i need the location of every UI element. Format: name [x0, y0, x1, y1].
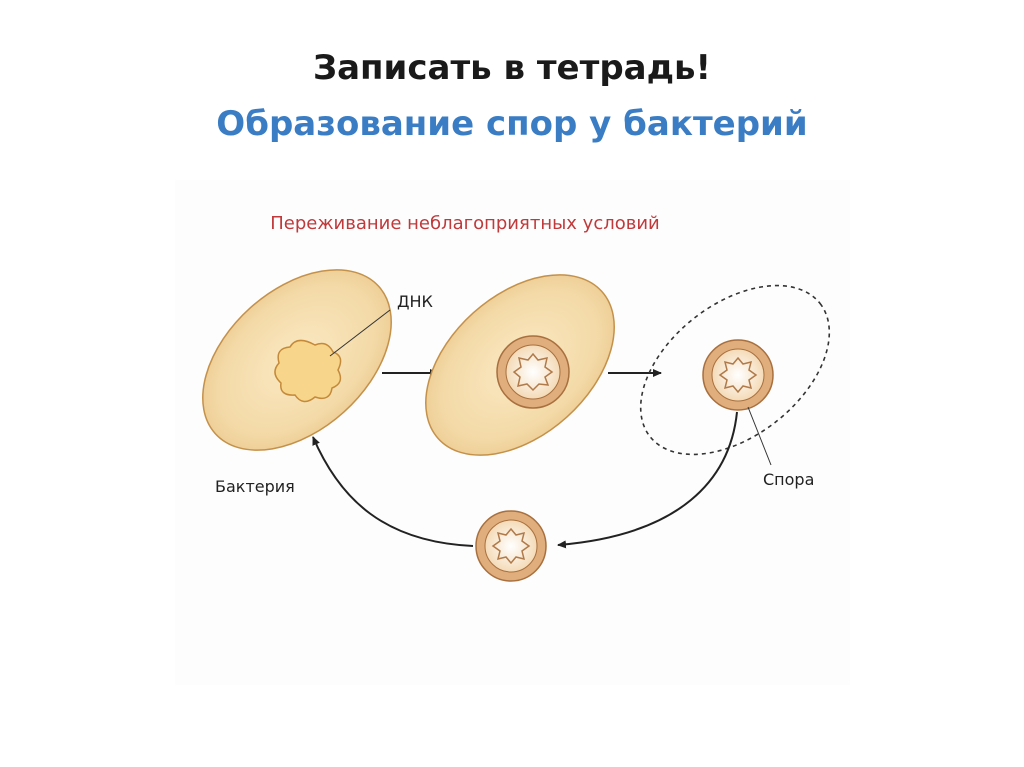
page-title: Образование спор у бактерий — [216, 104, 808, 144]
germinating-spore — [475, 510, 547, 582]
spore-formation-figure: Переживание неблагоприятных условий ДНК … — [175, 180, 850, 685]
spore-formation-diagram: Переживание неблагоприятных условий ДНК … — [202, 213, 831, 582]
arrow-to-bacterium — [312, 436, 474, 547]
dna-blob — [274, 339, 342, 403]
bacterium-label: Бактерия — [215, 477, 295, 496]
dissolving-cell-outline — [639, 284, 831, 456]
bacterium-cell — [202, 269, 392, 451]
diagram-heading: Переживание неблагоприятных условий — [270, 213, 660, 234]
spore-label: Спора — [763, 470, 814, 489]
bacterium-with-endospore — [425, 274, 615, 456]
instruction-text: Записать в тетрадь! — [312, 48, 712, 88]
dna-label: ДНК — [397, 292, 434, 311]
free-spore — [702, 339, 774, 411]
arrow-to-germination — [557, 411, 738, 549]
slide-title: Записать в тетрадь! Образование спор у б… — [0, 40, 1024, 152]
